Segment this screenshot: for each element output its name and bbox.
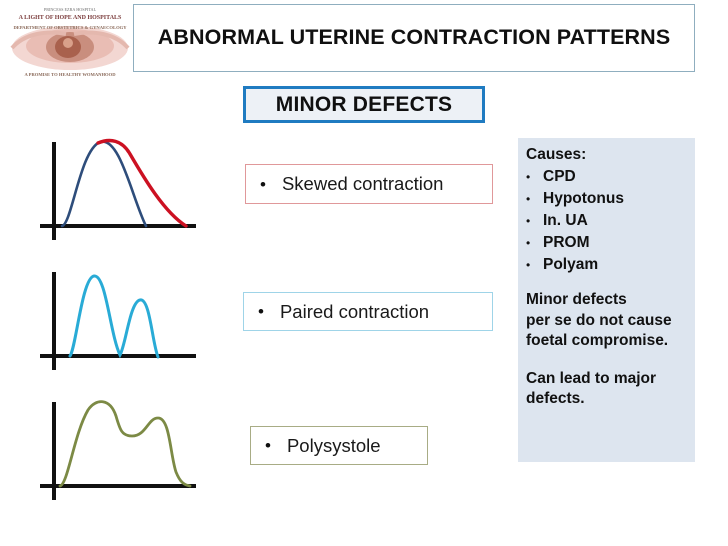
minor-defects-note-line2: per se do not cause: [526, 311, 672, 329]
svg-text:A PROMISE TO HEALTHY WOMANHOOD: A PROMISE TO HEALTHY WOMANHOOD: [24, 72, 116, 77]
major-defects-note-line2: defects.: [526, 390, 585, 408]
skewed-contraction-curve: [96, 138, 188, 228]
list-item: • In. UA: [526, 210, 695, 232]
label-box-skewed-contraction[interactable]: • Skewed contraction: [245, 164, 493, 204]
subtitle-label: MINOR DEFECTS: [275, 92, 453, 116]
bullet-icon: •: [265, 436, 271, 455]
svg-text:PRINCESS EZRA HOSPITAL: PRINCESS EZRA HOSPITAL: [44, 7, 97, 12]
cause-in-ua: In. UA: [543, 212, 588, 230]
minor-defects-note: Minor defects per se do not cause foetal…: [526, 290, 695, 351]
bullet-icon: •: [526, 170, 531, 185]
minor-defects-note-line1: Minor defects: [526, 291, 627, 309]
paired-contraction-curve: [68, 274, 160, 359]
cause-prom: PROM: [543, 234, 590, 252]
graph-paired-contraction: [36, 258, 236, 380]
label-paired-contraction: Paired contraction: [279, 300, 430, 322]
bullet-icon: •: [260, 174, 266, 194]
label-box-polysystole[interactable]: • Polysystole: [250, 426, 428, 465]
hospital-logo: PRINCESS EZRA HOSPITAL A LIGHT OF HOPE A…: [6, 2, 134, 86]
graph-skewed-contraction: [36, 128, 236, 250]
label-polysystole: Polysystole: [286, 434, 381, 456]
list-item: • PROM: [526, 232, 695, 254]
bullet-icon: •: [526, 214, 531, 229]
polysystole-curve: [58, 400, 192, 488]
major-defects-note-line1: Can lead to major: [526, 369, 657, 387]
list-item: • CPD: [526, 166, 695, 188]
causes-heading: Causes:: [526, 146, 587, 163]
slide-title-box: ABNORMAL UTERINE CONTRACTION PATTERNS: [133, 4, 695, 72]
major-defects-note: Can lead to major defects.: [526, 369, 695, 410]
cause-cpd: CPD: [543, 168, 576, 186]
causes-panel: Causes: • CPD • Hypotonus • In. UA • PRO…: [518, 138, 695, 462]
minor-defects-note-line3: foetal compromise.: [526, 332, 669, 350]
label-skewed-contraction: Skewed contraction: [281, 173, 444, 194]
svg-text:DEPARTMENT OF OBSTETRICS & GYN: DEPARTMENT OF OBSTETRICS & GYNAECOLOGY: [13, 25, 127, 30]
cause-hypotonus: Hypotonus: [543, 190, 624, 208]
bullet-icon: •: [526, 192, 531, 207]
label-box-paired-contraction[interactable]: • Paired contraction: [243, 292, 493, 331]
normal-contraction-curve: [60, 140, 148, 228]
graph-polysystole: [36, 388, 236, 510]
page-title: ABNORMAL UTERINE CONTRACTION PATTERNS: [157, 25, 671, 50]
list-item: • Hypotonus: [526, 188, 695, 210]
list-item: • Polyam: [526, 254, 695, 276]
bullet-icon: •: [526, 236, 531, 251]
svg-text:A LIGHT OF HOPE AND HOSPITALS: A LIGHT OF HOPE AND HOSPITALS: [19, 15, 122, 21]
bullet-icon: •: [526, 258, 531, 273]
subtitle-box: MINOR DEFECTS: [243, 86, 485, 123]
bullet-icon: •: [258, 302, 264, 321]
cause-polyam: Polyam: [543, 256, 599, 274]
